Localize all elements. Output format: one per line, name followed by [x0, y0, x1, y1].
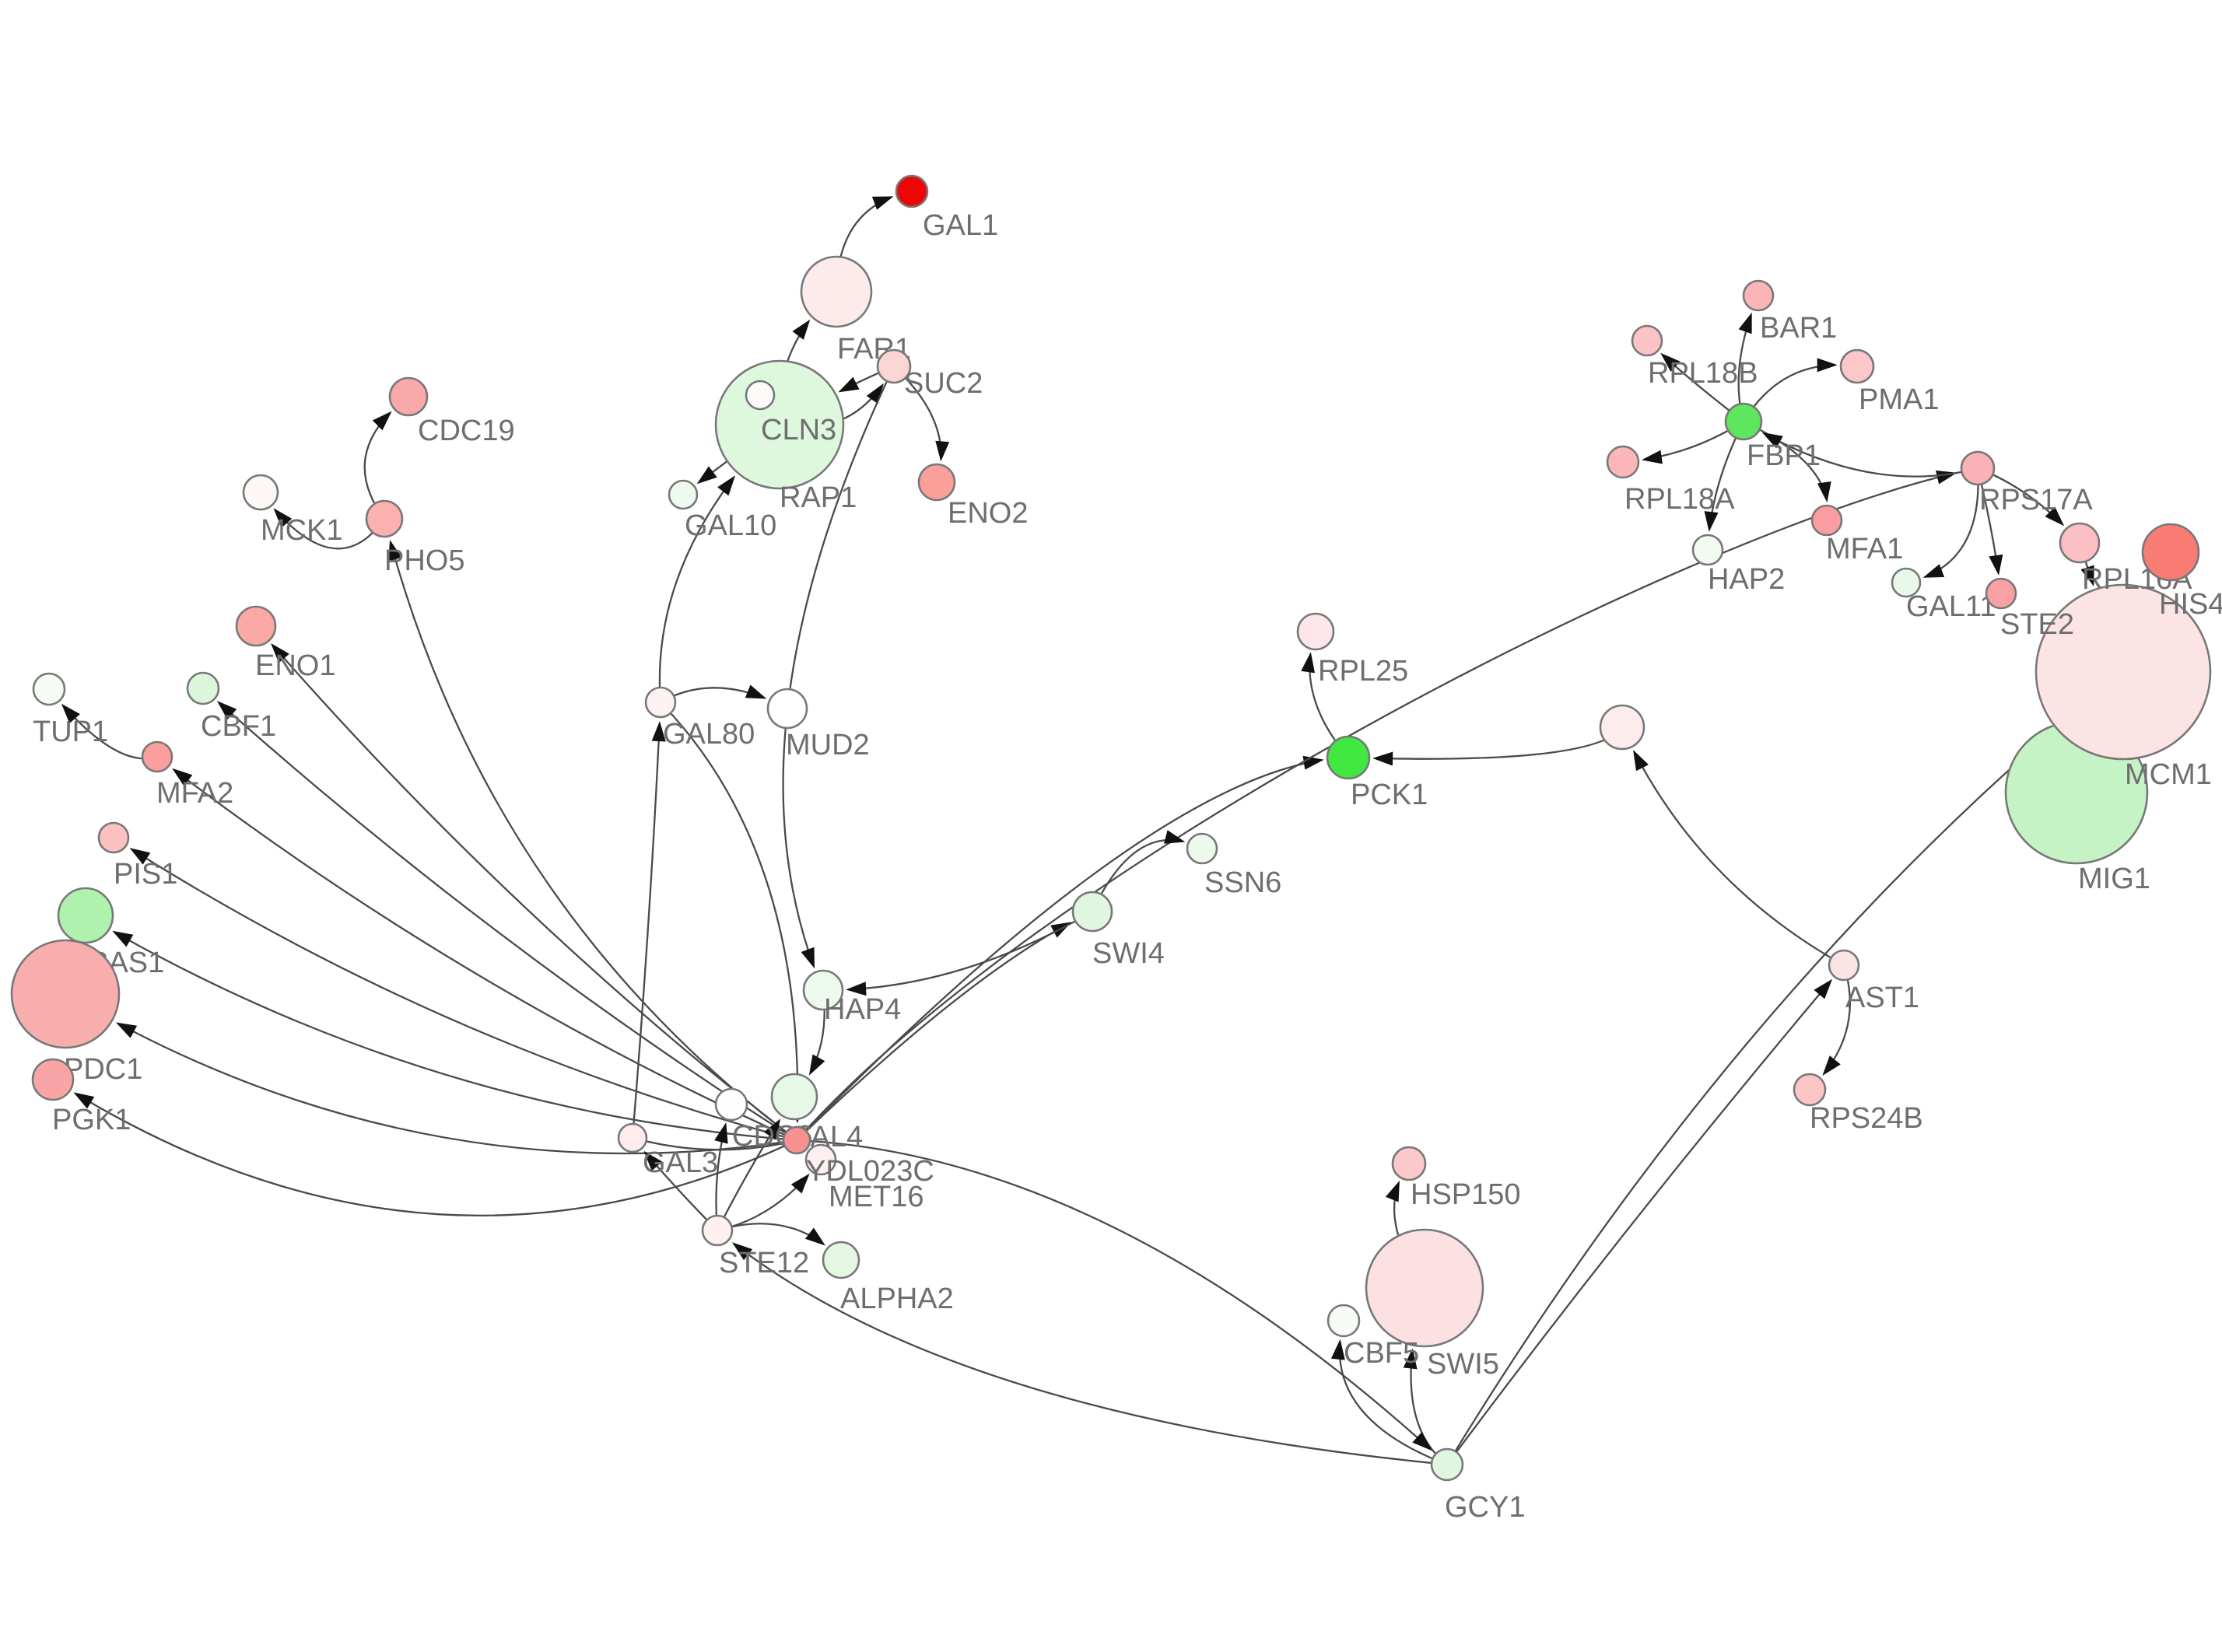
svg-text:CBF5: CBF5 [1344, 1337, 1419, 1370]
svg-text:GCY1: GCY1 [1445, 1491, 1525, 1524]
svg-text:ENO1: ENO1 [255, 649, 335, 682]
svg-text:HIS4: HIS4 [2159, 588, 2222, 621]
svg-text:GAL1: GAL1 [923, 209, 998, 242]
svg-text:MIG1: MIG1 [2078, 863, 2150, 895]
svg-text:AST1: AST1 [1845, 982, 1919, 1014]
svg-text:RAP1: RAP1 [780, 481, 857, 514]
svg-text:RPS24B: RPS24B [1810, 1102, 1923, 1135]
svg-text:STE2: STE2 [2000, 608, 2074, 641]
svg-text:PDC1: PDC1 [64, 1053, 142, 1086]
svg-text:PHO5: PHO5 [384, 544, 464, 577]
svg-text:GAL3: GAL3 [643, 1146, 718, 1179]
svg-text:CLN3: CLN3 [761, 414, 836, 446]
svg-text:HAP4: HAP4 [824, 993, 901, 1026]
svg-text:MUD2: MUD2 [786, 729, 870, 761]
svg-text:FBP1: FBP1 [1747, 439, 1821, 472]
svg-text:GAL80: GAL80 [663, 718, 755, 751]
svg-text:CDC19: CDC19 [418, 415, 515, 447]
svg-text:SWI4: SWI4 [1092, 937, 1165, 970]
svg-text:SWI5: SWI5 [1427, 1348, 1499, 1381]
svg-text:RPL18A: RPL18A [1624, 483, 1735, 516]
svg-text:PCK1: PCK1 [1351, 779, 1428, 811]
svg-text:TUP1: TUP1 [33, 716, 108, 748]
svg-text:MCM1: MCM1 [2125, 758, 2212, 791]
svg-text:MFA1: MFA1 [1826, 533, 1903, 565]
svg-text:ENO2: ENO2 [948, 497, 1028, 530]
svg-text:MCK1: MCK1 [261, 514, 343, 547]
svg-text:YDL023C: YDL023C [806, 1155, 934, 1188]
svg-text:RPS17A: RPS17A [1979, 484, 2093, 516]
svg-text:SSN6: SSN6 [1204, 866, 1281, 899]
svg-text:SUC2: SUC2 [904, 367, 983, 400]
svg-text:HSP150: HSP150 [1411, 1178, 1521, 1211]
svg-text:MET16: MET16 [829, 1181, 923, 1213]
svg-text:HAP2: HAP2 [1708, 563, 1785, 596]
svg-text:RPL25: RPL25 [1318, 655, 1408, 688]
svg-text:MFA2: MFA2 [156, 777, 233, 810]
svg-text:PGK1: PGK1 [52, 1104, 131, 1136]
svg-text:BAR1: BAR1 [1760, 312, 1837, 345]
svg-text:STE12: STE12 [719, 1247, 809, 1279]
svg-text:PIS1: PIS1 [114, 858, 177, 891]
svg-text:RPL18B: RPL18B [1648, 357, 1758, 390]
svg-text:ALPHA2: ALPHA2 [840, 1283, 954, 1315]
svg-text:PMA1: PMA1 [1859, 383, 1939, 416]
svg-text:GAL10: GAL10 [685, 509, 776, 542]
svg-text:GAL11: GAL11 [1906, 590, 1996, 623]
svg-text:CBF1: CBF1 [201, 710, 276, 743]
